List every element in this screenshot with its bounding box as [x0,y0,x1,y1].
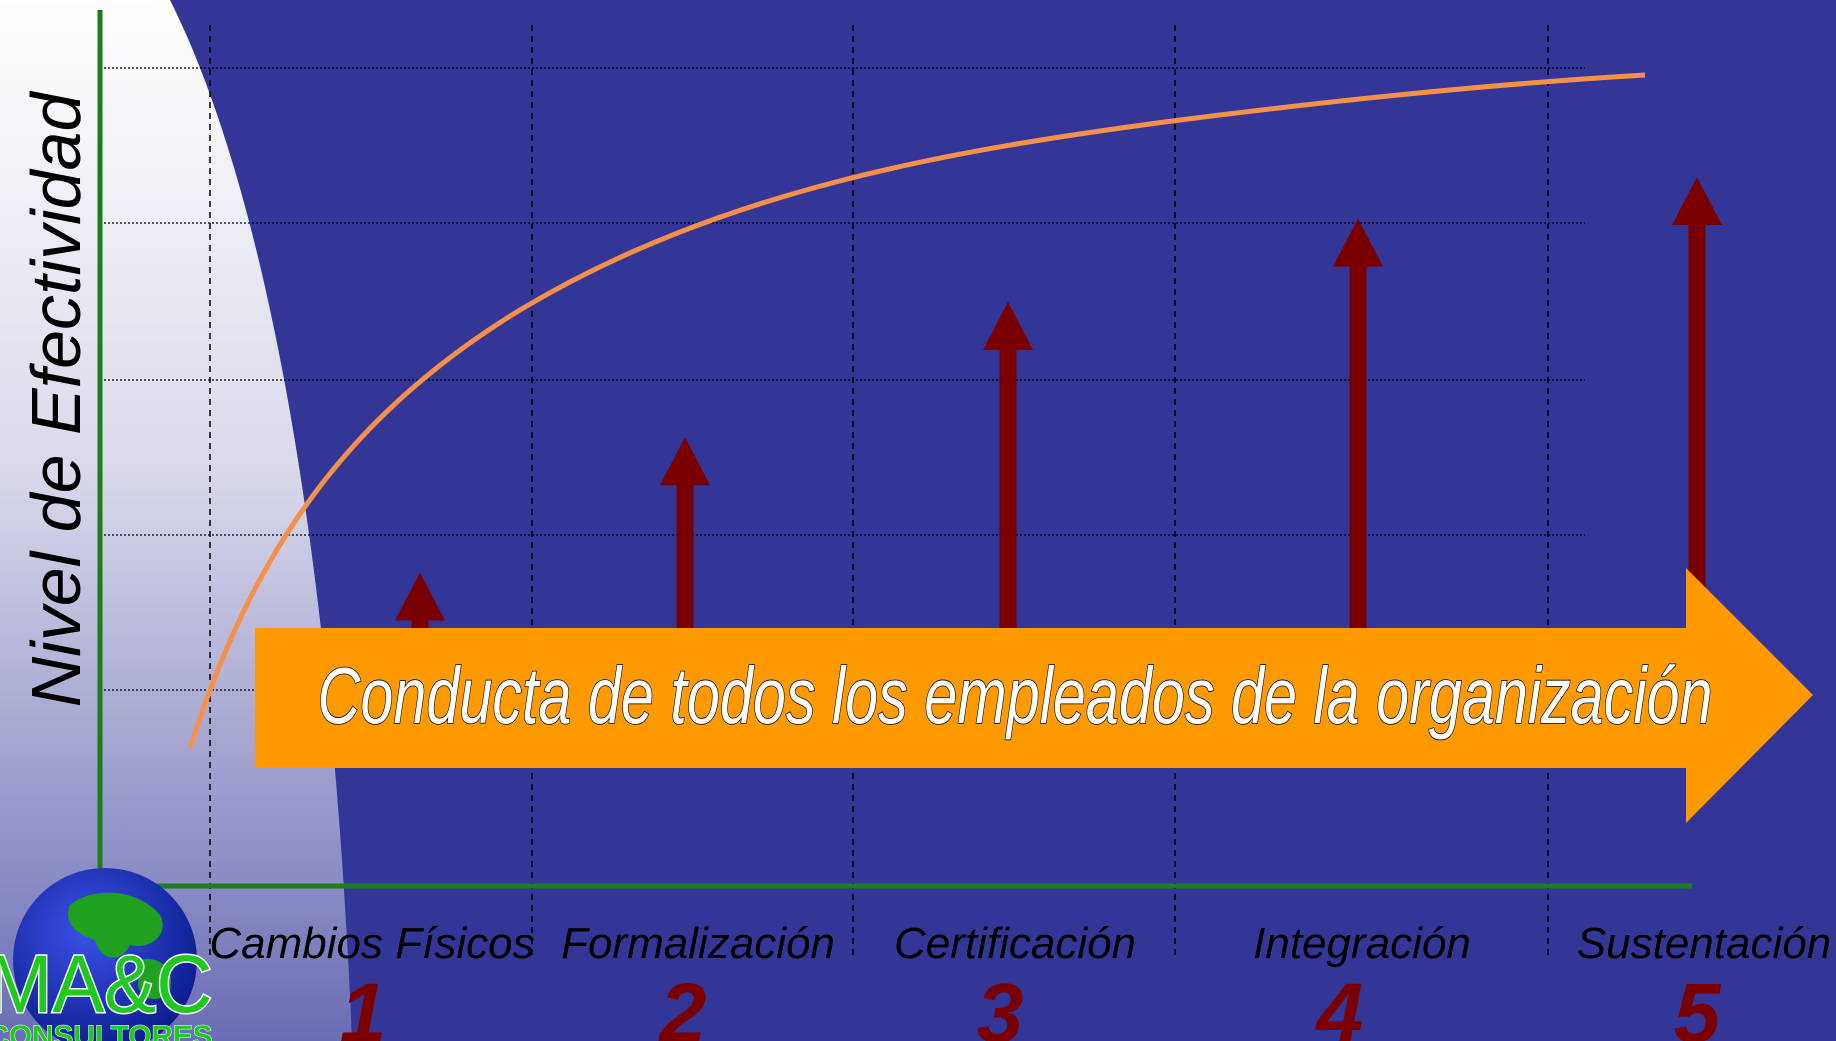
logo-subtitle: CONSULTORES [0,1020,213,1041]
arrow-shaft [676,483,694,630]
logo-name: MA&C [0,939,213,1030]
arrow-head [1333,218,1383,267]
arrow-stage-1 [395,572,445,630]
arrow-head [983,301,1033,350]
stage-number-3: 3 [977,966,1024,1041]
arrow-head [395,572,445,621]
arrow-shaft [1349,264,1367,630]
arrow-head [660,437,710,486]
stage-label-5: Sustentación [1577,919,1831,968]
arrow-shaft [1688,222,1706,630]
arrow-stage-4 [1333,218,1383,630]
stage-number-4: 4 [1315,966,1364,1041]
banner-text: Conducta de todos los empleados de la or… [318,651,1713,740]
logo: MA&C CONSULTORES [0,868,214,1041]
stage-label-2: Formalización [561,919,835,968]
continent-shape [68,892,163,958]
growth-arrows [395,176,1722,630]
arrow-shaft [999,347,1017,630]
y-axis-label: Nivel de Efectividad [17,91,95,708]
left-glow-shape [0,0,352,1041]
vertical-gridlines [209,25,1549,960]
stage-label-4: Integración [1253,919,1471,968]
arrow-stage-3 [983,301,1033,630]
arrow-stage-2 [660,437,710,630]
continent-shape-2 [138,959,171,1000]
stage-number-5: 5 [1674,966,1722,1041]
stage-label-3: Certificación [894,919,1136,968]
stage-number-1: 1 [340,966,387,1041]
arrow-shaft [411,618,429,630]
banner-arrow [255,568,1813,823]
stage-label-1: Cambios Físicos [209,919,534,968]
arrow-head [1672,176,1722,225]
effectiveness-curve [187,72,1646,749]
stage-number-2: 2 [658,966,707,1041]
behavior-banner: Conducta de todos los empleados de la or… [255,568,1813,823]
arrow-stage-5 [1672,176,1722,630]
